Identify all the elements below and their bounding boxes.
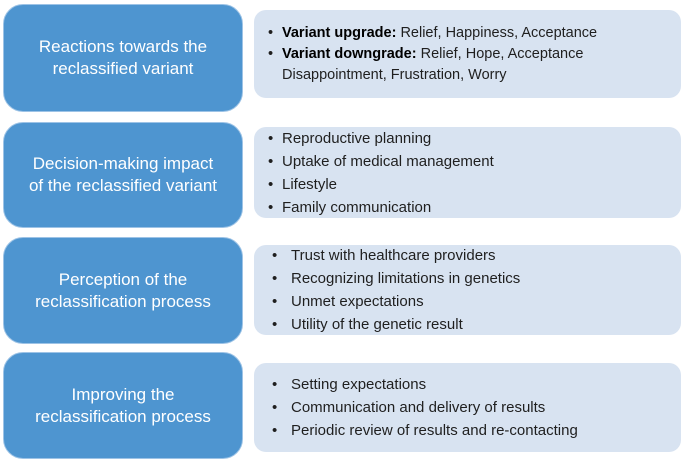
list-item-text: Utility of the genetic result	[291, 316, 463, 333]
list-item: • Utility of the genetic result	[272, 313, 667, 336]
bullet-icon: •	[268, 129, 274, 147]
list-item-text: Communication and delivery of results	[291, 399, 546, 416]
bullet-icon: •	[272, 316, 278, 333]
list-item-rest: Relief, Happiness, Acceptance	[396, 24, 598, 41]
bullet-icon: •	[272, 399, 278, 416]
list-item-text: Recognizing limitations in genetics	[291, 270, 521, 287]
bullet-icon: •	[272, 270, 278, 287]
list-item: • Unmet expectations	[272, 290, 667, 313]
list-item-text: Variant upgrade: Relief, Happiness, Acce…	[282, 23, 667, 44]
details-box-perception: • Trust with healthcare providers • Reco…	[254, 245, 681, 335]
bullet-list: • Setting expectations • Communication a…	[268, 373, 667, 442]
bullet-list: • Reproductive planning • Uptake of medi…	[268, 127, 667, 219]
bullet-icon: •	[272, 293, 278, 310]
bullet-icon: •	[268, 152, 274, 170]
bullet-icon: •	[268, 198, 274, 216]
list-item-text: Family communication	[282, 198, 432, 216]
list-item: • Periodic review of results and re-cont…	[272, 419, 667, 442]
list-item: • Uptake of medical management	[268, 150, 667, 173]
list-item-text: Setting expectations	[291, 376, 427, 393]
list-item-text: Lifestyle	[282, 175, 338, 193]
bullet-list: • Trust with healthcare providers • Reco…	[268, 244, 667, 336]
list-item-text: Periodic review of results and re-contac…	[291, 422, 578, 439]
list-item: • Trust with healthcare providers	[272, 244, 667, 267]
list-item-rest: Relief, Hope, Acceptance	[416, 45, 584, 62]
list-item-text: Uptake of medical management	[282, 152, 494, 170]
list-item-text: Variant downgrade: Relief, Hope, Accepta…	[282, 44, 667, 86]
bullet-icon: •	[272, 247, 278, 264]
category-title-line: Improving the	[71, 384, 175, 404]
list-item: • Setting expectations	[272, 373, 667, 396]
list-item: • Family communication	[268, 196, 667, 219]
list-item: • Reproductive planning	[268, 127, 667, 150]
bullet-icon: •	[268, 175, 274, 193]
list-item: • Variant upgrade: Relief, Happiness, Ac…	[268, 23, 667, 44]
list-item-wrap-line: Disappointment, Frustration, Worry	[282, 66, 507, 83]
category-title-line: reclassification process	[35, 291, 211, 311]
category-box-reactions: Reactions towards the reclassified varia…	[3, 4, 243, 112]
category-title-line: Reactions towards the	[38, 37, 208, 56]
list-item-lead: Variant downgrade:	[282, 45, 417, 62]
details-box-reactions: • Variant upgrade: Relief, Happiness, Ac…	[254, 10, 681, 98]
category-box-improving: Improving the reclassification process	[3, 352, 243, 459]
bullet-icon: •	[272, 376, 278, 393]
list-item-text: Reproductive planning	[282, 129, 432, 147]
list-item-text: Unmet expectations	[291, 293, 424, 310]
category-title-line: reclassified variant	[52, 59, 194, 78]
bullet-list: • Variant upgrade: Relief, Happiness, Ac…	[268, 23, 667, 86]
bullet-icon: •	[272, 422, 278, 439]
bullet-icon: •	[268, 45, 274, 62]
category-title-line: Decision-making impact	[32, 154, 214, 173]
category-title-line: of the reclassified variant	[28, 176, 218, 195]
list-item: • Lifestyle	[268, 173, 667, 196]
category-box-decision-making: Decision-making impact of the reclassifi…	[3, 122, 243, 228]
list-item-lead: Variant upgrade:	[282, 24, 397, 41]
list-item: • Variant downgrade: Relief, Hope, Accep…	[268, 44, 667, 86]
bullet-icon: •	[268, 24, 274, 41]
category-title-line: Perception of the	[58, 269, 188, 289]
list-item: • Communication and delivery of results	[272, 396, 667, 419]
details-box-decision-making: • Reproductive planning • Uptake of medi…	[254, 127, 681, 218]
details-box-improving: • Setting expectations • Communication a…	[254, 363, 681, 452]
list-item: • Recognizing limitations in genetics	[272, 267, 667, 290]
category-box-perception: Perception of the reclassification proce…	[3, 237, 243, 344]
list-item-text: Trust with healthcare providers	[291, 247, 496, 264]
category-title-line: reclassification process	[35, 406, 211, 426]
